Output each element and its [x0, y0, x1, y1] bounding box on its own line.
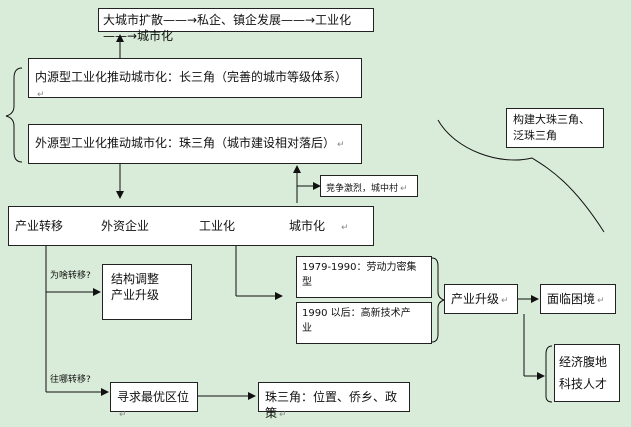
chain-item-industry-transfer: 产业转移 [15, 219, 64, 233]
period-1990-line-1: 1990 以后：高新技术产 [302, 308, 411, 319]
dilemma-box: 面临困境↵ [540, 284, 616, 314]
left-brace [5, 67, 23, 163]
top-chain-text: 大城市扩散——→私企、镇企发展——→工业化——→城市化 [103, 13, 352, 43]
talent-box: 经济腹地 科技人才 [554, 344, 620, 402]
build-greater-prd-box: 构建大珠三角、 泛珠三角 [506, 108, 604, 148]
main-chain-box: 产业转移 外资企业 工业化 城市化 ↵ [8, 206, 374, 246]
chain-item-foreign-enterprise: 外资企业 [101, 219, 150, 233]
paragraph-mark: ↵ [400, 184, 408, 194]
structure-line-1: 结构调整 [111, 272, 160, 286]
zsj-factors-box: 珠三角：位置、侨乡、政策↵ [258, 382, 410, 420]
where-label: 往哪转移? [50, 375, 91, 385]
inner-source-text: 内源型工业化推动城市化：长三角（完善的城市等级体系） [35, 70, 348, 84]
competition-text: 竞争激烈，城中村 [326, 184, 399, 194]
paragraph-mark: ↵ [119, 410, 127, 420]
period-1979-line-2: 型 [302, 277, 312, 288]
period-1990-line-2: 业 [302, 323, 312, 334]
paragraph-mark: ↵ [37, 90, 45, 100]
paragraph-mark: ↵ [279, 410, 287, 420]
period-1979-line-1: 1979-1990：劳动力密集 [302, 262, 417, 273]
chain-item-industrialization: 工业化 [199, 219, 236, 233]
paragraph-mark: ↵ [341, 223, 349, 233]
zsj-factors-text: 珠三角：位置、侨乡、政策 [265, 390, 398, 420]
why-label: 为啥转移? [50, 271, 91, 281]
period-brace [431, 257, 446, 343]
inner-source-box: 内源型工业化推动城市化：长三角（完善的城市等级体系） ↵ [28, 58, 362, 100]
chain-item-urbanization: 城市化 [289, 219, 326, 233]
talent-line-2: 科技人才 [559, 377, 608, 391]
paragraph-mark: ↵ [501, 296, 509, 306]
build-line-1: 构建大珠三角、 [513, 113, 590, 126]
optimal-location-text: 寻求最优区位 [117, 390, 190, 404]
paragraph-mark: ↵ [597, 296, 605, 306]
competition-box: 竞争激烈，城中村↵ [320, 175, 418, 197]
period-1979-box: 1979-1990：劳动力密集 型 [296, 256, 432, 298]
talent-brace [545, 345, 553, 403]
outer-source-box: 外源型工业化推动城市化：珠三角（城市建设相对落后）↵ [28, 124, 362, 164]
structure-box: 结构调整 产业升级 [102, 264, 192, 320]
industry-upgrade-box: 产业升级↵ [444, 284, 518, 314]
talent-line-1: 经济腹地 [559, 355, 608, 369]
top-chain-box: 大城市扩散——→私企、镇企发展——→工业化——→城市化 [98, 8, 374, 43]
paragraph-mark: ↵ [337, 140, 345, 150]
build-line-2: 泛珠三角 [513, 129, 557, 142]
period-1990-box: 1990 以后：高新技术产 业 [296, 302, 432, 344]
curve-arc [437, 119, 605, 233]
structure-line-2: 产业升级 [111, 288, 160, 302]
outer-source-text: 外源型工业化推动城市化：珠三角（城市建设相对落后） [35, 136, 336, 150]
industry-upgrade-text: 产业升级 [451, 292, 500, 306]
optimal-location-box: 寻求最优区位 ↵ [110, 382, 198, 420]
dilemma-text: 面临困境 [547, 292, 596, 306]
